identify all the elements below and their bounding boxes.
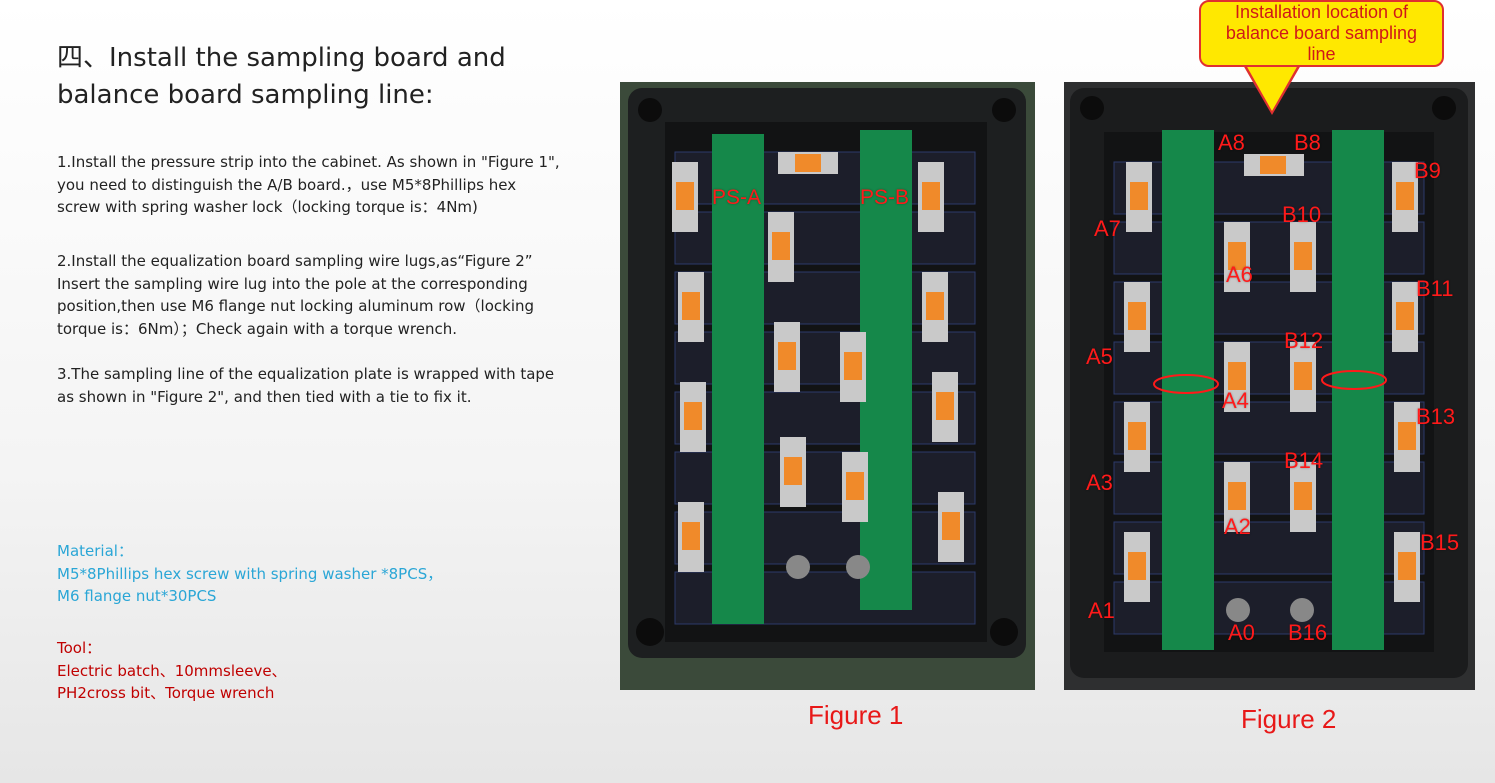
tool-list: Tool： Electric batch、10mmsleeve、 PH2cros…	[57, 637, 577, 705]
step-2-text: 2.Install the equalization board samplin…	[57, 250, 577, 340]
step-2-line-4: torque is：6Nm）；Check again with a torque…	[57, 319, 458, 338]
material-heading: Material：	[57, 542, 133, 560]
installation-callout: Installation location of balance board s…	[1199, 0, 1444, 67]
material-list: Material： M5*8Phillips hex screw with sp…	[57, 540, 577, 608]
step-2-line-3: position,then use M6 flange nut locking …	[57, 297, 535, 315]
step-2-line-1: 2.Install the equalization board samplin…	[57, 252, 533, 270]
label-b15: B15	[1420, 530, 1460, 555]
callout-line-1: Installation location of	[1234, 2, 1409, 22]
label-a3: A3	[1086, 470, 1113, 495]
label-ps-b: PS-B	[860, 186, 910, 209]
tool-item-2: PH2cross bit、Torque wrench	[57, 684, 275, 702]
label-a5: A5	[1086, 344, 1113, 369]
figure-2-photo: A8 B8 B9 A7 B10 A6 B11 A5 B12 A4 B13 A3 …	[1064, 82, 1475, 690]
page-title: 四、Install the sampling board and balance…	[57, 40, 577, 114]
label-b14: B14	[1284, 448, 1324, 473]
tool-heading: Tool：	[57, 639, 102, 657]
label-a7: A7	[1094, 216, 1121, 241]
callout-pointer	[1246, 65, 1298, 111]
step-1-line-2: you need to distinguish the A/B board.，u…	[57, 175, 517, 194]
label-b13: B13	[1416, 404, 1456, 429]
label-a6: A6	[1226, 262, 1253, 287]
label-b12: B12	[1284, 328, 1324, 353]
label-b11: B11	[1416, 276, 1454, 301]
label-b8: B8	[1294, 130, 1321, 155]
label-b10: B10	[1282, 202, 1322, 227]
label-a2: A2	[1224, 514, 1251, 539]
step-1-text: 1.Install the pressure strip into the ca…	[57, 151, 577, 219]
title-line-1: 四、Install the sampling board and	[57, 43, 506, 73]
label-a8: A8	[1218, 130, 1245, 155]
figure-1-caption: Figure 1	[808, 700, 904, 730]
callout-line-3: line	[1307, 44, 1336, 64]
material-item-2: M6 flange nut*30PCS	[57, 587, 217, 605]
callout-line-2: balance board sampling	[1225, 23, 1418, 43]
step-3-line-1: 3.The sampling line of the equalization …	[57, 365, 555, 383]
label-a1: A1	[1088, 598, 1115, 623]
figure-2-caption: Figure 2	[1241, 704, 1337, 734]
step-1-line-1: 1.Install the pressure strip into the ca…	[57, 153, 560, 171]
tool-item-1: Electric batch、10mmsleeve、	[57, 661, 287, 680]
step-2-line-2: Insert the sampling wire lug into the po…	[57, 274, 528, 293]
figure-1-illustration	[620, 82, 1035, 690]
label-a4: A4	[1222, 388, 1249, 413]
title-line-2: balance board sampling line:	[57, 80, 434, 110]
figure-2-illustration	[1064, 82, 1475, 690]
step-3-text: 3.The sampling line of the equalization …	[57, 363, 577, 408]
figure-1-photo: PS-A PS-B	[620, 82, 1035, 690]
label-ps-a: PS-A	[712, 186, 762, 209]
step-3-line-2: as shown in "Figure 2", and then tied wi…	[57, 387, 472, 406]
label-b16: B16	[1288, 620, 1328, 645]
step-1-line-3: screw with spring washer lock（locking to…	[57, 198, 478, 216]
label-b9: B9	[1414, 158, 1441, 183]
material-item-1: M5*8Phillips hex screw with spring washe…	[57, 564, 443, 583]
label-a0: A0	[1228, 620, 1255, 645]
